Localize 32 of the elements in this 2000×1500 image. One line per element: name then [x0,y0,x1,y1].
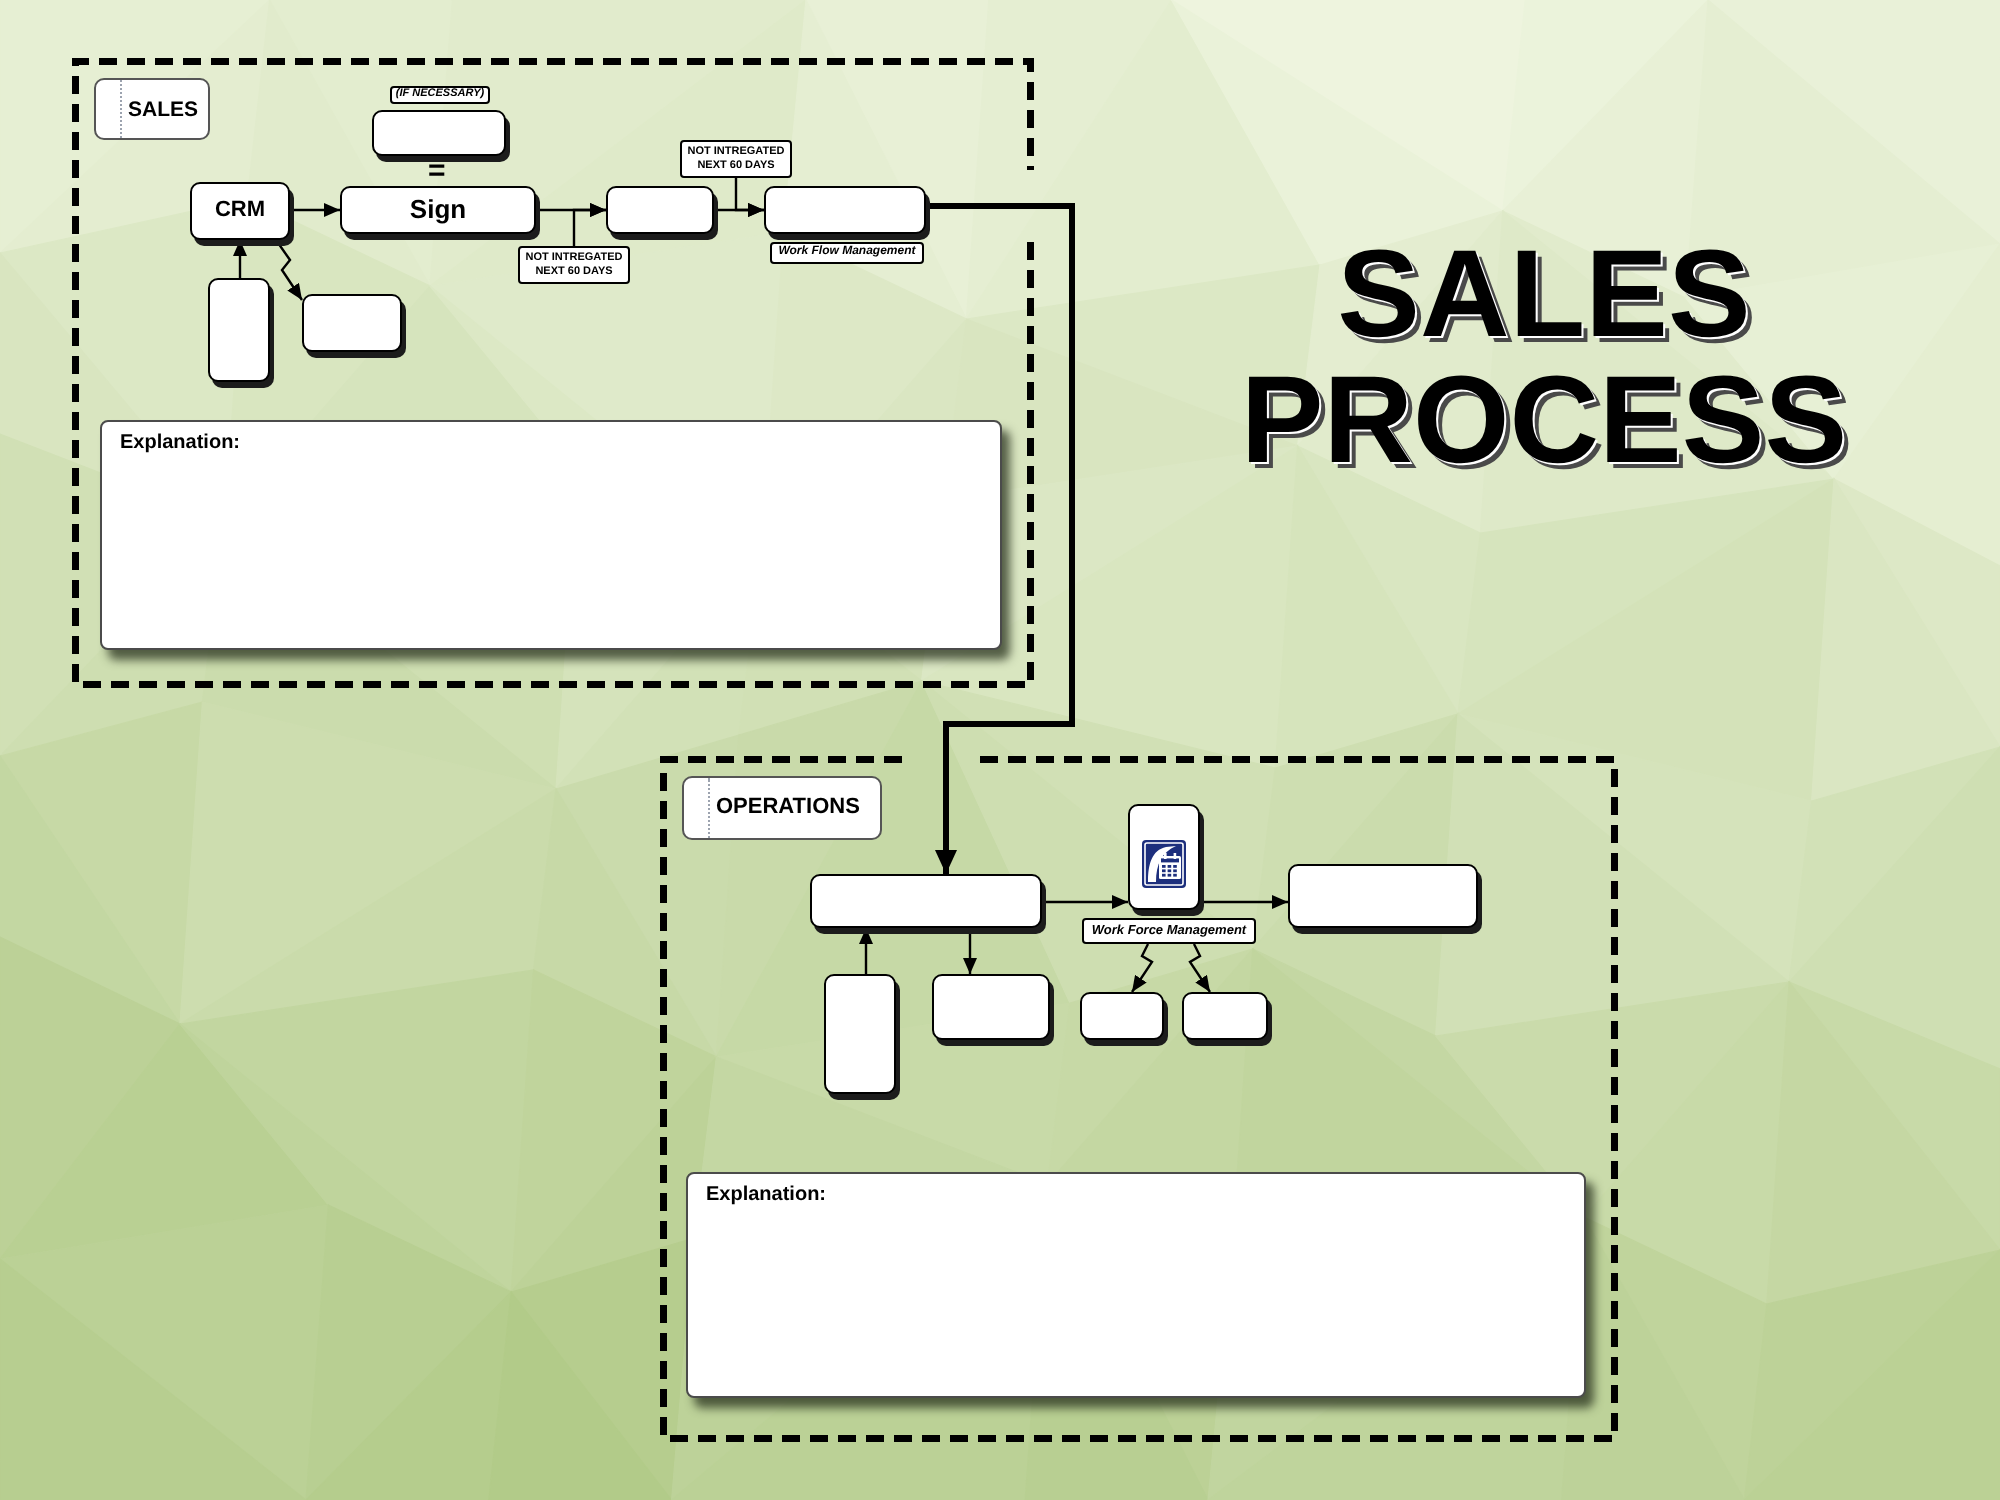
process-box [824,974,896,1094]
section-tag [682,776,882,840]
process-box: Sign [340,186,536,234]
explanation-panel: Explanation: [686,1172,1586,1398]
process-box [1080,992,1164,1040]
arrow [1200,895,1288,909]
arrow [1131,943,1154,993]
process-box [1288,864,1478,928]
section-title: SALES [128,98,199,120]
page-title: SALES PROCESS [1238,232,1850,484]
process-box [932,974,1050,1040]
process-box [372,110,506,156]
arrow [290,203,340,217]
process-box [764,186,926,234]
arrow [1188,943,1211,993]
dashed-group-frame [660,756,1618,1442]
explanation-panel: Explanation: [100,420,1002,650]
section-title: OPERATIONS [716,797,860,819]
process-box [606,186,714,234]
process-box [302,294,402,352]
arrow [926,203,1075,874]
process-box [208,278,270,382]
arrow [572,203,606,246]
dashed-group-frame [72,58,1034,688]
equals-label: = [428,156,446,186]
process-box [810,874,1042,928]
arrow [1042,895,1128,909]
section-tag [94,78,210,140]
icon-tile [1128,804,1200,910]
process-box [1182,992,1268,1040]
process-box: CRM [190,182,290,240]
arrow [734,178,764,217]
